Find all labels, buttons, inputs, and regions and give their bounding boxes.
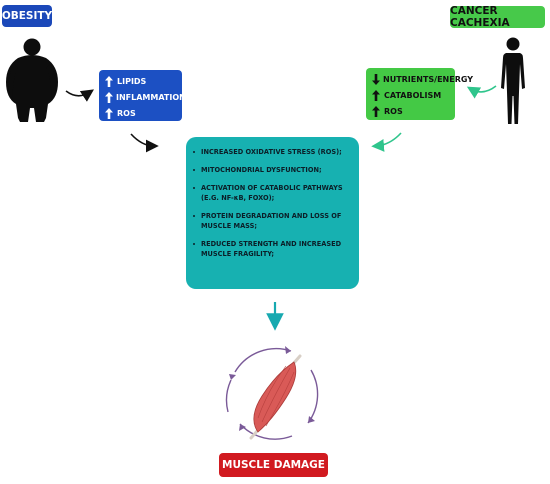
cachexia-marker-catabolism: CATABOLISM — [372, 87, 455, 103]
down-arrow-icon — [372, 73, 380, 85]
muscle-cycle-illustration-icon — [225, 346, 319, 440]
cachexia-marker-label: ROS — [384, 106, 403, 116]
obesity-markers-to-center-arrow — [130, 133, 159, 153]
cachexia-markers-box: NUTRIENTS/ENERGY CATABOLISM ROS — [366, 68, 473, 120]
obesity-to-markers-arrow — [65, 89, 94, 102]
up-arrow-icon — [105, 75, 114, 87]
obesity-markers-box: LIPIDS INFLAMMATION ROS — [99, 70, 186, 121]
mechanisms-box: INCREASED OXIDATIVE STRESS (ROS); MITOCH… — [186, 137, 359, 289]
cachexia-marker-label: NUTRIENTS/ENERGY — [383, 74, 474, 84]
mechanism-item: PROTEIN DEGRADATION AND LOSS OF MUSCLE M… — [193, 211, 353, 231]
obesity-marker-ros: ROS — [105, 105, 182, 121]
obesity-marker-label: INFLAMMATION — [116, 92, 186, 102]
up-arrow-icon — [105, 91, 113, 103]
mechanism-item: MITOCHONDRIAL DYSFUNCTION; — [193, 165, 353, 175]
up-arrow-icon — [105, 107, 114, 119]
up-arrow-icon — [372, 89, 381, 101]
cachexia-marker-ros: ROS — [372, 103, 455, 119]
obesity-marker-label: ROS — [117, 108, 136, 118]
cachexia-to-markers-arrow — [466, 85, 497, 99]
cachexia-markers-to-center-arrow — [371, 132, 402, 152]
mechanism-item: INCREASED OXIDATIVE STRESS (ROS); — [193, 147, 353, 157]
obesity-marker-lipids: LIPIDS — [105, 73, 182, 89]
cachexia-marker-nutrients: NUTRIENTS/ENERGY — [372, 71, 473, 87]
obesity-marker-inflammation: INFLAMMATION — [105, 89, 186, 105]
obese-person-silhouette-icon — [6, 38, 58, 122]
muscle-damage-label: MUSCLE DAMAGE — [219, 453, 328, 477]
mechanism-item: ACTIVATION OF CATABOLIC PATHWAYS (E.G. N… — [193, 183, 353, 203]
cachexia-marker-label: CATABOLISM — [384, 90, 442, 100]
up-arrow-icon — [372, 105, 381, 117]
obesity-tag: OBESITY — [2, 5, 52, 27]
cancer-cachexia-tag: CANCER CACHEXIA — [450, 5, 545, 29]
mechanism-item: REDUCED STRENGTH AND INCREASED MUSCLE FR… — [193, 239, 353, 259]
obesity-marker-label: LIPIDS — [117, 76, 147, 86]
thin-person-silhouette-icon — [501, 37, 525, 124]
